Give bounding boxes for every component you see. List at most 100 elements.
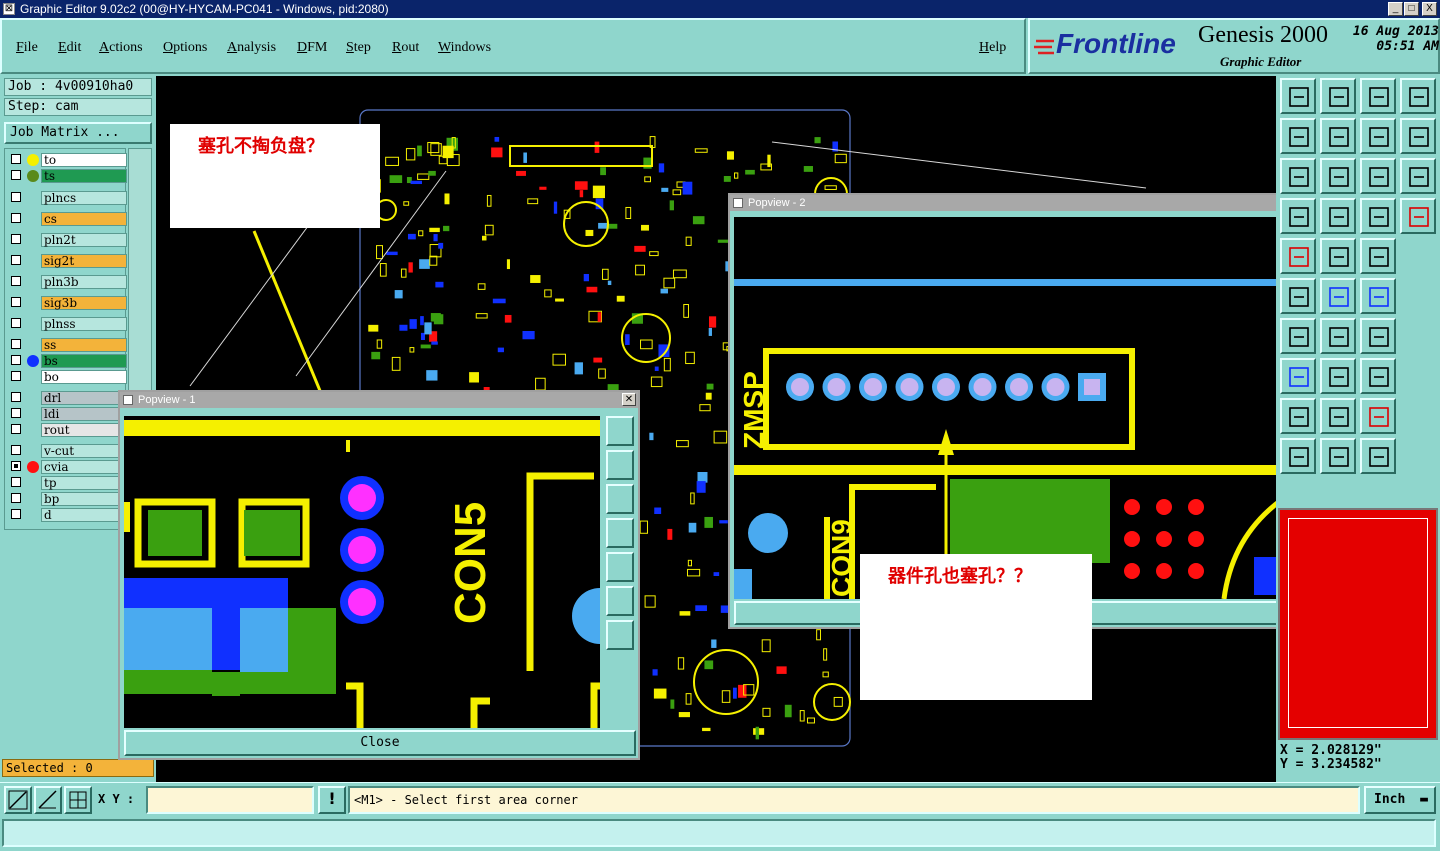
board-preview[interactable] <box>1278 508 1438 740</box>
menu-analysis[interactable]: Analysis <box>227 40 277 55</box>
cross-tool-button[interactable] <box>1280 278 1316 314</box>
triangle-tool-button[interactable] <box>1320 398 1356 434</box>
menu-options[interactable]: Options <box>163 40 208 55</box>
grid-icon[interactable] <box>64 786 92 814</box>
layer-checkbox[interactable] <box>11 297 21 307</box>
house-tool-button[interactable] <box>1360 78 1396 114</box>
units-select[interactable]: Inch▬ <box>1364 786 1436 814</box>
menu-step[interactable]: Step <box>346 40 371 55</box>
select-tool-button[interactable] <box>1280 438 1316 474</box>
layer-checkbox[interactable] <box>11 170 21 180</box>
layer-row-bo[interactable]: bo <box>7 370 127 384</box>
layer-row-ldi[interactable]: ldi <box>7 407 127 421</box>
pan-right-tool-button[interactable] <box>1320 118 1356 154</box>
layer-checkbox[interactable] <box>11 213 21 223</box>
route-tool-button[interactable] <box>1360 438 1396 474</box>
layer-checkbox[interactable] <box>11 461 21 471</box>
layer-name[interactable]: bs <box>41 354 127 368</box>
layer-name[interactable]: sig3b <box>41 296 127 310</box>
layer-name[interactable]: d <box>41 508 127 522</box>
draw-line-tool-button[interactable] <box>1280 318 1316 354</box>
layer-row-plnss[interactable]: plnss <box>7 317 127 331</box>
swap-tool-button[interactable] <box>1400 118 1436 154</box>
layer-row-v-cut[interactable]: v-cut <box>7 444 127 458</box>
layer-name[interactable]: bp <box>41 492 127 506</box>
layer-row-to[interactable]: to <box>7 153 127 167</box>
layer-row-rout[interactable]: rout <box>7 423 127 437</box>
menu-dfm[interactable]: DFM <box>297 40 328 55</box>
popview-pan-down-button[interactable] <box>606 484 634 514</box>
layer-name[interactable]: ts <box>41 169 127 183</box>
layer-checkbox[interactable] <box>11 355 21 365</box>
layer-row-drl[interactable]: drl <box>7 391 127 405</box>
pad-tool-button[interactable] <box>1360 358 1396 394</box>
layer-row-cvia[interactable]: cvia <box>7 460 127 474</box>
ruler-tool-button[interactable] <box>1320 238 1356 274</box>
command-input[interactable] <box>2 819 1436 847</box>
measure-point-tool-button[interactable] <box>1360 278 1396 314</box>
layer-checkbox[interactable] <box>11 318 21 328</box>
pan-left-tool-button[interactable] <box>1280 118 1316 154</box>
layer-name[interactable]: drl <box>41 391 127 405</box>
layer-name[interactable]: pln2t <box>41 233 127 247</box>
layer-name[interactable]: rout <box>41 423 127 437</box>
layer-name[interactable]: v-cut <box>41 444 127 458</box>
layer-row-plncs[interactable]: plncs <box>7 191 127 205</box>
close-window-button[interactable]: X <box>1422 2 1437 16</box>
layer-checkbox[interactable] <box>11 339 21 349</box>
measure-icon[interactable] <box>34 786 62 814</box>
popview-2-canvas[interactable]: ZMSP CON9 <box>734 217 1280 599</box>
layer-row-sig3b[interactable]: sig3b <box>7 296 127 310</box>
layer-checkbox[interactable] <box>11 392 21 402</box>
snap-icon[interactable] <box>4 786 32 814</box>
grid-tool-button[interactable] <box>1280 198 1316 234</box>
layer-checkbox[interactable] <box>11 445 21 455</box>
layer-stack-tool-button[interactable] <box>1360 198 1396 234</box>
layer-row-tp[interactable]: tp <box>7 476 127 490</box>
menu-rout[interactable]: Rout <box>392 40 420 55</box>
xy-input[interactable] <box>146 786 314 814</box>
popview-1-close-button[interactable]: Close <box>124 730 636 756</box>
layer-checkbox[interactable] <box>11 276 21 286</box>
zoom-down-tool-button[interactable] <box>1320 78 1356 114</box>
layer-row-cs[interactable]: cs <box>7 212 127 226</box>
layer-name[interactable]: ldi <box>41 407 127 421</box>
layer-checkbox[interactable] <box>11 424 21 434</box>
layer-name[interactable]: bo <box>41 370 127 384</box>
maximize-button[interactable]: □ <box>1404 2 1419 16</box>
layer-checkbox[interactable] <box>11 192 21 202</box>
menu-file[interactable]: File <box>16 40 38 55</box>
alert-icon[interactable]: ! <box>318 786 346 814</box>
popview-zoom-in-button[interactable] <box>606 586 634 616</box>
popview-zoom-out-button[interactable] <box>606 620 634 650</box>
grid-fine-tool-button[interactable] <box>1320 198 1356 234</box>
layer-row-ts[interactable]: ts <box>7 169 127 183</box>
layer-name[interactable]: cs <box>41 212 127 226</box>
select-alt-tool-button[interactable] <box>1320 438 1356 474</box>
menu-actions[interactable]: Actions <box>99 40 143 55</box>
layer-name[interactable]: tp <box>41 476 127 490</box>
zoom-home-tool-button[interactable] <box>1280 78 1316 114</box>
rotate-tool-button[interactable] <box>1320 318 1356 354</box>
layer-name[interactable]: plnss <box>41 317 127 331</box>
layer-name[interactable]: sig2t <box>41 254 127 268</box>
snap-point-tool-button[interactable] <box>1360 238 1396 274</box>
redraw-tool-button[interactable] <box>1280 238 1316 274</box>
distance-tool-button[interactable] <box>1320 358 1356 394</box>
layer-checkbox[interactable] <box>11 154 21 164</box>
layer-checkbox[interactable] <box>11 371 21 381</box>
layer-checkbox[interactable] <box>11 408 21 418</box>
help-tool-button[interactable] <box>1400 158 1436 194</box>
job-matrix-button[interactable]: Job Matrix ... <box>4 122 152 144</box>
layer-name[interactable]: cvia <box>41 460 127 474</box>
popview-pan-up-button[interactable] <box>606 450 634 480</box>
popview-pan-right-button[interactable] <box>606 552 634 582</box>
menu-help[interactable]: Help <box>979 40 1007 55</box>
layer-row-pln3b[interactable]: pln3b <box>7 275 127 289</box>
cut-line-tool-button[interactable] <box>1280 358 1316 394</box>
layer-name[interactable]: to <box>41 153 127 167</box>
zoom-fit-tool-button[interactable] <box>1360 118 1396 154</box>
scale-1-2-tool-button[interactable] <box>1360 158 1396 194</box>
layer-checkbox[interactable] <box>11 477 21 487</box>
triangle-red-tool-button[interactable] <box>1360 398 1396 434</box>
